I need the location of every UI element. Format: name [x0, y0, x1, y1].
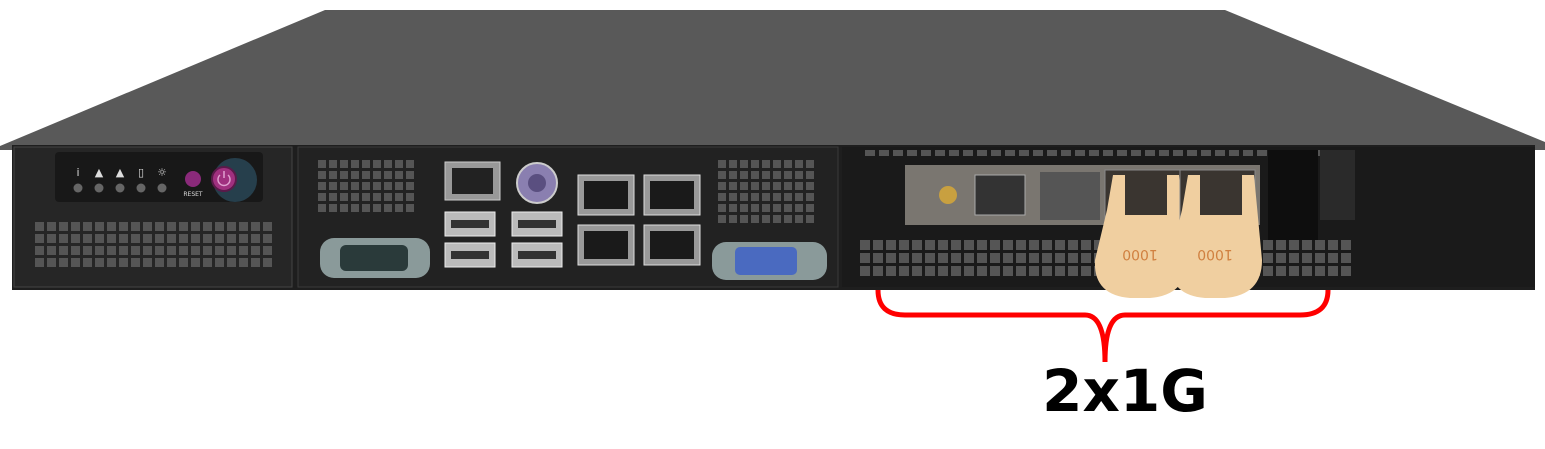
status-led — [115, 183, 125, 193]
warning-icon: ▲ — [116, 166, 125, 179]
status-led — [136, 183, 146, 193]
reset-label: RESET — [183, 191, 203, 198]
sfp-pull-tab — [1169, 175, 1262, 298]
status-led — [94, 183, 104, 193]
led-panel — [55, 152, 263, 202]
reset-button[interactable] — [185, 171, 201, 187]
chassis-top — [0, 10, 1545, 150]
power-light-icon: ☼ — [157, 166, 167, 179]
vent-io — [318, 160, 814, 223]
sfp-pull-tab — [1094, 175, 1187, 298]
hdd-icon: ▯ — [138, 166, 144, 179]
vent-left — [35, 222, 272, 267]
info-icon: i — [76, 166, 79, 179]
power-button[interactable] — [211, 166, 237, 192]
sfp-tab-label: 1000 — [1122, 246, 1158, 262]
power-icon — [217, 171, 231, 187]
status-led — [73, 183, 83, 193]
sfp-tab-label: 1000 — [1197, 246, 1233, 262]
status-led — [157, 183, 167, 193]
annotation-label: 2x1G — [1042, 357, 1208, 425]
warning-icon: ▲ — [95, 166, 104, 179]
annotation-bracket — [875, 289, 1331, 363]
